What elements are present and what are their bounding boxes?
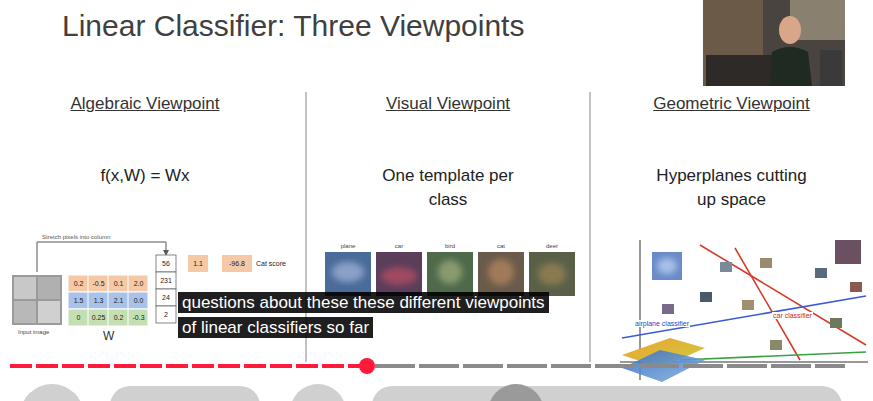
score-cell: 1.1 bbox=[188, 260, 208, 267]
matrix-cell: 0.1 bbox=[109, 280, 128, 287]
template-label: deer bbox=[529, 243, 575, 249]
column-heading: Visual Viewpoint bbox=[306, 94, 590, 114]
matrix-cell: 1.5 bbox=[69, 297, 88, 304]
matrix-cell: 0.0 bbox=[129, 297, 148, 304]
subtitle-text: questions about these these different vi… bbox=[178, 292, 549, 338]
matrix-cell: 2.0 bbox=[129, 280, 148, 287]
column-body: One template per class bbox=[368, 164, 528, 212]
classifier-label: airplane classifier bbox=[634, 320, 690, 327]
pixel-arrow-label: Stretch pixels into column bbox=[42, 234, 110, 240]
matrix-cell: -0.3 bbox=[129, 314, 148, 321]
matrix-cell: 0.2 bbox=[69, 280, 88, 287]
matrix-cell: 0.2 bbox=[109, 314, 128, 321]
score-cell: -96.8 bbox=[222, 260, 252, 267]
image-label: Input image bbox=[18, 329, 49, 335]
classifier-label: car classifier bbox=[772, 312, 813, 319]
matrix-cell: 0 bbox=[69, 314, 88, 321]
viewpoint-column: Visual ViewpointOne template per class bbox=[306, 94, 590, 212]
column-heading: Geometric Viewpoint bbox=[590, 94, 873, 114]
video-progress-bar bbox=[10, 358, 845, 374]
matrix-cell: 2.1 bbox=[109, 297, 128, 304]
slide-title: Linear Classifier: Three Viewpoints bbox=[62, 9, 524, 43]
vector-cell: 56 bbox=[156, 260, 176, 267]
matrix-cell: -0.5 bbox=[89, 280, 108, 287]
column-body: f(x,W) = Wx bbox=[65, 164, 225, 188]
vector-cell: 231 bbox=[156, 277, 176, 284]
vector-cell: 24 bbox=[156, 294, 176, 301]
column-heading: Algebraic Viewpoint bbox=[0, 94, 290, 114]
vector-cell: 2 bbox=[156, 311, 176, 318]
template-label: cat bbox=[478, 243, 524, 249]
viewpoint-column: Geometric ViewpointHyperplanes cutting u… bbox=[590, 94, 873, 212]
input-image bbox=[12, 275, 62, 325]
score-name: Cat score bbox=[256, 260, 286, 267]
pixel-vector bbox=[156, 255, 176, 323]
class-templates bbox=[325, 252, 575, 296]
viewpoint-column: Algebraic Viewpoint f(x,W) = Wx bbox=[0, 94, 290, 188]
video-subtitle: questions about these these different vi… bbox=[178, 290, 550, 340]
matrix-name: W bbox=[103, 330, 114, 342]
template-label: bird bbox=[427, 243, 473, 249]
template-label: plane bbox=[325, 243, 371, 249]
weight-matrix bbox=[68, 275, 148, 326]
matrix-cell: 0.25 bbox=[89, 314, 108, 321]
matrix-cell: 1.3 bbox=[89, 297, 108, 304]
hyperplane-plot bbox=[620, 240, 868, 382]
webcam-inset bbox=[703, 0, 845, 86]
column-body: Hyperplanes cutting up space bbox=[652, 164, 812, 212]
player-controls bbox=[20, 384, 842, 401]
template-label: car bbox=[376, 243, 422, 249]
